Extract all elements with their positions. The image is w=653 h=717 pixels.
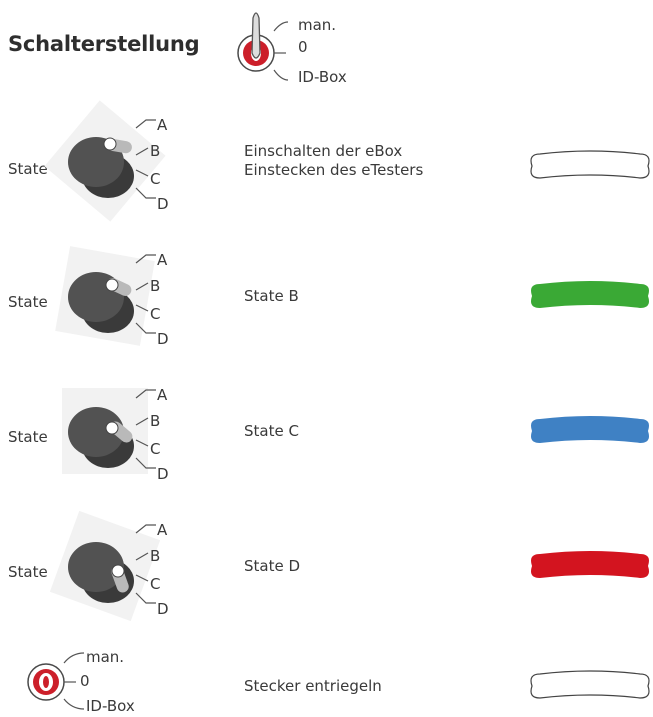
led-fill (531, 416, 649, 443)
position-label-a: A (157, 521, 168, 539)
description-line-1: State B (244, 287, 299, 305)
position-label-d: D (157, 330, 169, 348)
state-label: State (8, 160, 48, 178)
rotary-switch-state-c-icon (62, 388, 156, 474)
description-line-2: Einstecken des eTesters (244, 161, 424, 179)
position-label-a: A (157, 386, 168, 404)
position-label-a: A (157, 251, 168, 269)
led-fill (531, 551, 649, 578)
page-title: Schalterstellung (8, 32, 200, 56)
rotary-switch-state-b-icon (55, 246, 156, 346)
position-label-c: C (150, 440, 161, 458)
position-label-a: A (157, 116, 168, 134)
state-label: State (8, 293, 48, 311)
position-label-c: C (150, 575, 161, 593)
position-label-b: B (150, 277, 161, 295)
led-indicator-red (531, 551, 649, 578)
description-line-1: State C (244, 422, 299, 440)
led-indicator-off (530, 150, 650, 179)
position-label-d: D (157, 465, 169, 483)
position-label-man: man. (86, 648, 125, 666)
position-label-d: D (157, 600, 169, 618)
led-indicator-blue (531, 416, 649, 443)
state-label: State (8, 563, 48, 581)
position-label-b: B (150, 547, 161, 565)
description-line-1: Stecker entriegeln (244, 677, 382, 695)
position-label-b: B (150, 142, 161, 160)
legend-label-id-box: ID-Box (298, 68, 347, 86)
key-switch-unlock-icon (27, 652, 85, 710)
legend-label-zero: 0 (298, 38, 308, 56)
rotary-switch-state-d-icon (49, 510, 161, 622)
description-line-1: State D (244, 557, 301, 575)
description-line-1: Einschalten der eBox (244, 142, 403, 160)
key-switch-icon (237, 12, 289, 81)
led-fill (531, 281, 649, 308)
rotary-switch-state-a-icon (44, 100, 166, 222)
position-label-id-box: ID-Box (86, 697, 135, 715)
position-label-d: D (157, 195, 169, 213)
led-indicator-off (530, 670, 650, 699)
position-label-b: B (150, 412, 161, 430)
position-label-c: C (150, 305, 161, 323)
position-label-zero: 0 (80, 672, 90, 690)
state-label: State (8, 428, 48, 446)
position-label-c: C (150, 170, 161, 188)
led-indicator-green (531, 281, 649, 308)
legend-label-man: man. (298, 16, 337, 34)
